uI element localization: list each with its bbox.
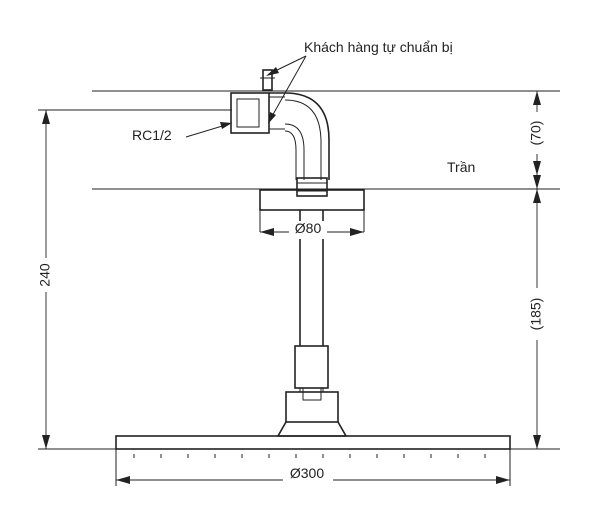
head-plate	[115, 435, 511, 450]
valve-knob	[260, 69, 275, 91]
ceiling-flange	[259, 189, 365, 232]
dimension-d300-label: Ø300	[290, 465, 324, 481]
elbow-inner-curve	[284, 130, 297, 180]
threaded-coupling	[296, 177, 328, 197]
thread-label: RC1/2	[132, 127, 172, 143]
elbow-inlet-outer	[230, 92, 270, 134]
thread-callout: RC1/2	[132, 122, 232, 143]
pipe-sleeve	[294, 345, 329, 389]
dimension-185: (185)	[525, 189, 549, 449]
customer-note-callout: Khách hàng tự chuẩn bị	[266, 39, 453, 124]
spray-nozzles	[133, 454, 486, 458]
dimension-240: 240	[34, 110, 58, 449]
head-dome	[276, 421, 348, 437]
customer-note-label: Khách hàng tự chuẩn bị	[304, 39, 453, 55]
connector-nut	[302, 387, 322, 401]
shower-head	[115, 387, 511, 458]
dimension-185-label: (185)	[528, 298, 544, 331]
ceiling-callout: Trần	[447, 159, 475, 175]
coupling-body	[296, 177, 328, 197]
reference-lines	[38, 90, 560, 450]
dimension-70-label: (70)	[528, 121, 544, 146]
dimension-d80: Ø80	[260, 220, 364, 239]
elbow-inlet-inner	[236, 98, 260, 128]
elbow-fitting	[230, 92, 330, 180]
dimension-d300: Ø300	[115, 449, 511, 486]
flange-body	[259, 189, 365, 211]
elbow-outer-curve	[269, 92, 330, 180]
dimension-240-label: 240	[37, 263, 53, 287]
head-connector	[285, 391, 339, 423]
ceiling-label: Trần	[447, 159, 475, 175]
dimension-70: (70)	[525, 91, 549, 189]
dimension-d80-label: Ø80	[295, 220, 322, 236]
